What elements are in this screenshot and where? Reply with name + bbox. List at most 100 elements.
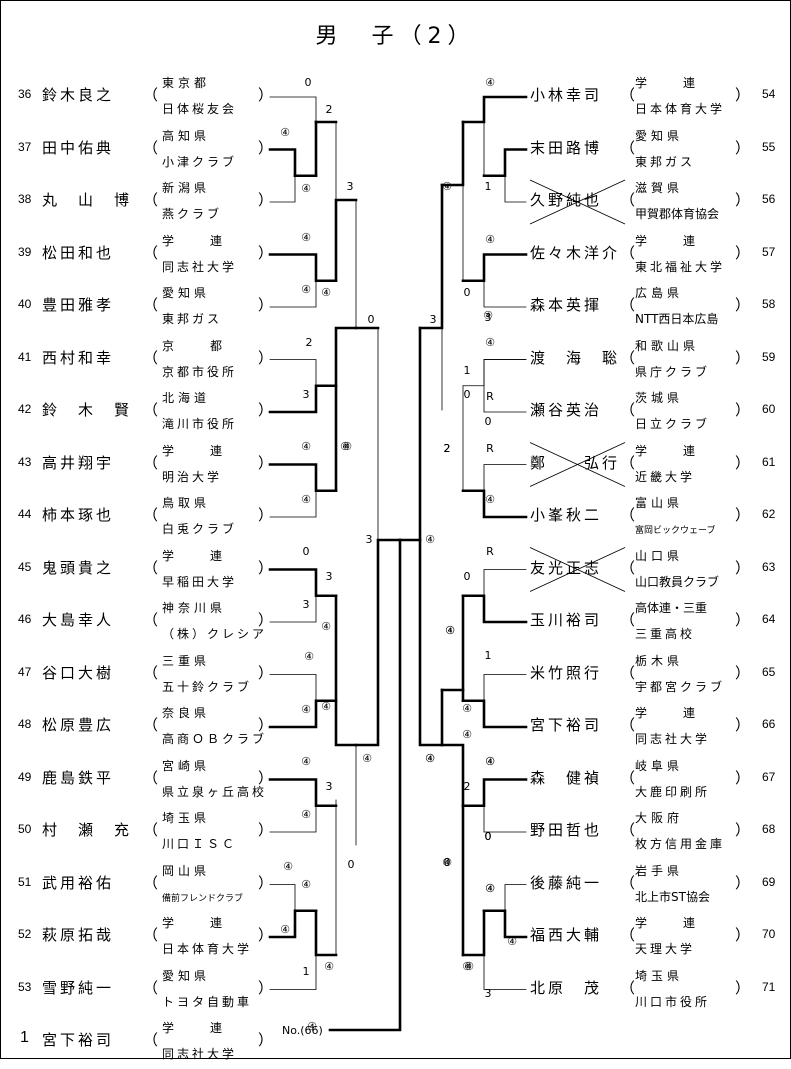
prefecture: 栃木県 — [635, 653, 684, 668]
close-paren: ） — [258, 506, 274, 524]
prefecture: 学 連 — [635, 706, 700, 720]
score-label: 3 — [347, 180, 354, 193]
open-paren: （ — [620, 86, 636, 104]
club-name: 富岡ビックウェーブ — [635, 526, 716, 536]
club-name: 北上市ST協会 — [635, 889, 710, 904]
score-label: ④ — [464, 960, 474, 973]
player-number: 58 — [762, 297, 776, 311]
score-label: R — [486, 390, 494, 403]
score-label: 2 — [444, 442, 451, 455]
score-label: ④ — [442, 180, 452, 193]
close-paren: ） — [258, 401, 274, 419]
club-name: 三重高校 — [635, 627, 696, 641]
player-name: 末田路博 — [530, 138, 603, 157]
score-label: R — [486, 442, 494, 455]
player-number: 68 — [762, 822, 776, 836]
score-label: 1 — [303, 965, 310, 978]
score-label: ④ — [442, 856, 452, 869]
bracket-line — [461, 253, 528, 283]
score-label: ④ — [280, 923, 290, 936]
player-number: 63 — [762, 559, 776, 574]
open-paren: （ — [620, 558, 636, 577]
open-paren: （ — [143, 558, 159, 577]
bracket-line — [483, 569, 527, 623]
bracket-line — [334, 326, 358, 493]
club-name: 備前フレンドクラブ — [162, 893, 244, 904]
close-paren: ） — [735, 401, 751, 419]
player-name: 武用裕佑 — [42, 873, 115, 892]
close-paren: ） — [258, 86, 274, 104]
club-name: 枚方信用金庫 — [635, 837, 726, 851]
club-name: 日立クラブ — [635, 417, 711, 431]
score-label: ④ — [425, 752, 435, 765]
close-paren: ） — [258, 873, 274, 892]
player-name: 後藤純一 — [530, 873, 603, 892]
open-paren: （ — [620, 138, 636, 157]
prefecture: 岡山県 — [162, 863, 211, 878]
prefecture: 学 連 — [635, 233, 700, 248]
player-name: 玉川裕司 — [530, 611, 603, 629]
prefecture: 鳥取県 — [162, 496, 211, 510]
score-label: ④ — [462, 702, 472, 715]
bracket-line — [482, 148, 528, 178]
open-paren: （ — [620, 873, 636, 892]
score-label: 0 — [348, 858, 355, 871]
club-name: 京都市役所 — [162, 364, 238, 379]
close-paren: ） — [735, 663, 751, 682]
bracket-line — [440, 594, 465, 692]
player-name: 瀬谷英治 — [530, 401, 603, 419]
score-label: ④ — [342, 440, 352, 453]
bracket-line — [440, 743, 465, 808]
score-label: ④ — [485, 755, 495, 768]
open-paren: （ — [620, 611, 636, 629]
score-label: ④ — [321, 700, 331, 713]
player-name: 鈴木良之 — [42, 86, 115, 104]
bracket-line — [268, 253, 338, 283]
score-label: ④ — [507, 935, 517, 948]
club-name: 同志社大学 — [162, 259, 238, 274]
open-paren: （ — [143, 191, 159, 209]
score-label: 3 — [485, 311, 492, 324]
close-paren: ） — [258, 348, 274, 367]
score-label: ④ — [283, 860, 293, 873]
open-paren: （ — [143, 978, 159, 997]
close-paren: ） — [258, 138, 274, 157]
bracket-line — [462, 359, 527, 387]
player-number: 55 — [762, 139, 776, 154]
player-number: 40 — [18, 297, 32, 311]
player-number: 57 — [762, 244, 776, 259]
player-number: 44 — [18, 507, 32, 521]
prefecture: 高知県 — [162, 128, 211, 143]
club-name: 大鹿印刷所 — [635, 784, 711, 799]
player-number: 43 — [18, 454, 32, 469]
score-label: 2 — [326, 103, 333, 116]
player-name: 高井翔宇 — [42, 453, 115, 472]
open-paren: （ — [620, 506, 636, 524]
score-label: ④ — [321, 286, 331, 299]
prefecture: 学 連 — [162, 233, 227, 248]
club-name: 山口教員クラブ — [635, 574, 720, 589]
open-paren: （ — [143, 86, 159, 104]
close-paren: ） — [258, 926, 274, 944]
prefecture: 高体連・三重 — [635, 601, 708, 615]
player-name: 森本英揮 — [530, 296, 603, 314]
score-label: ④ — [425, 533, 435, 546]
score-label: 0 — [464, 388, 471, 401]
club-name: 川口ＩＳＣ — [162, 837, 238, 851]
open-paren: （ — [143, 716, 159, 734]
bracket-line — [268, 148, 297, 178]
player-number: 65 — [762, 664, 776, 679]
prefecture: 北海道 — [162, 391, 211, 405]
player-row: 宮下裕司（学 連同志社大学）66 — [520, 702, 791, 754]
open-paren: （ — [620, 978, 636, 997]
prefecture: 滋賀県 — [635, 181, 684, 195]
player-name: 松原豊広 — [42, 716, 115, 734]
score-label: 3 — [485, 987, 492, 1000]
player-row: 渡 海 聡（和歌山県県庁クラブ）59 — [520, 335, 791, 387]
score-label: 3 — [303, 388, 310, 401]
bracket-line — [483, 254, 527, 308]
